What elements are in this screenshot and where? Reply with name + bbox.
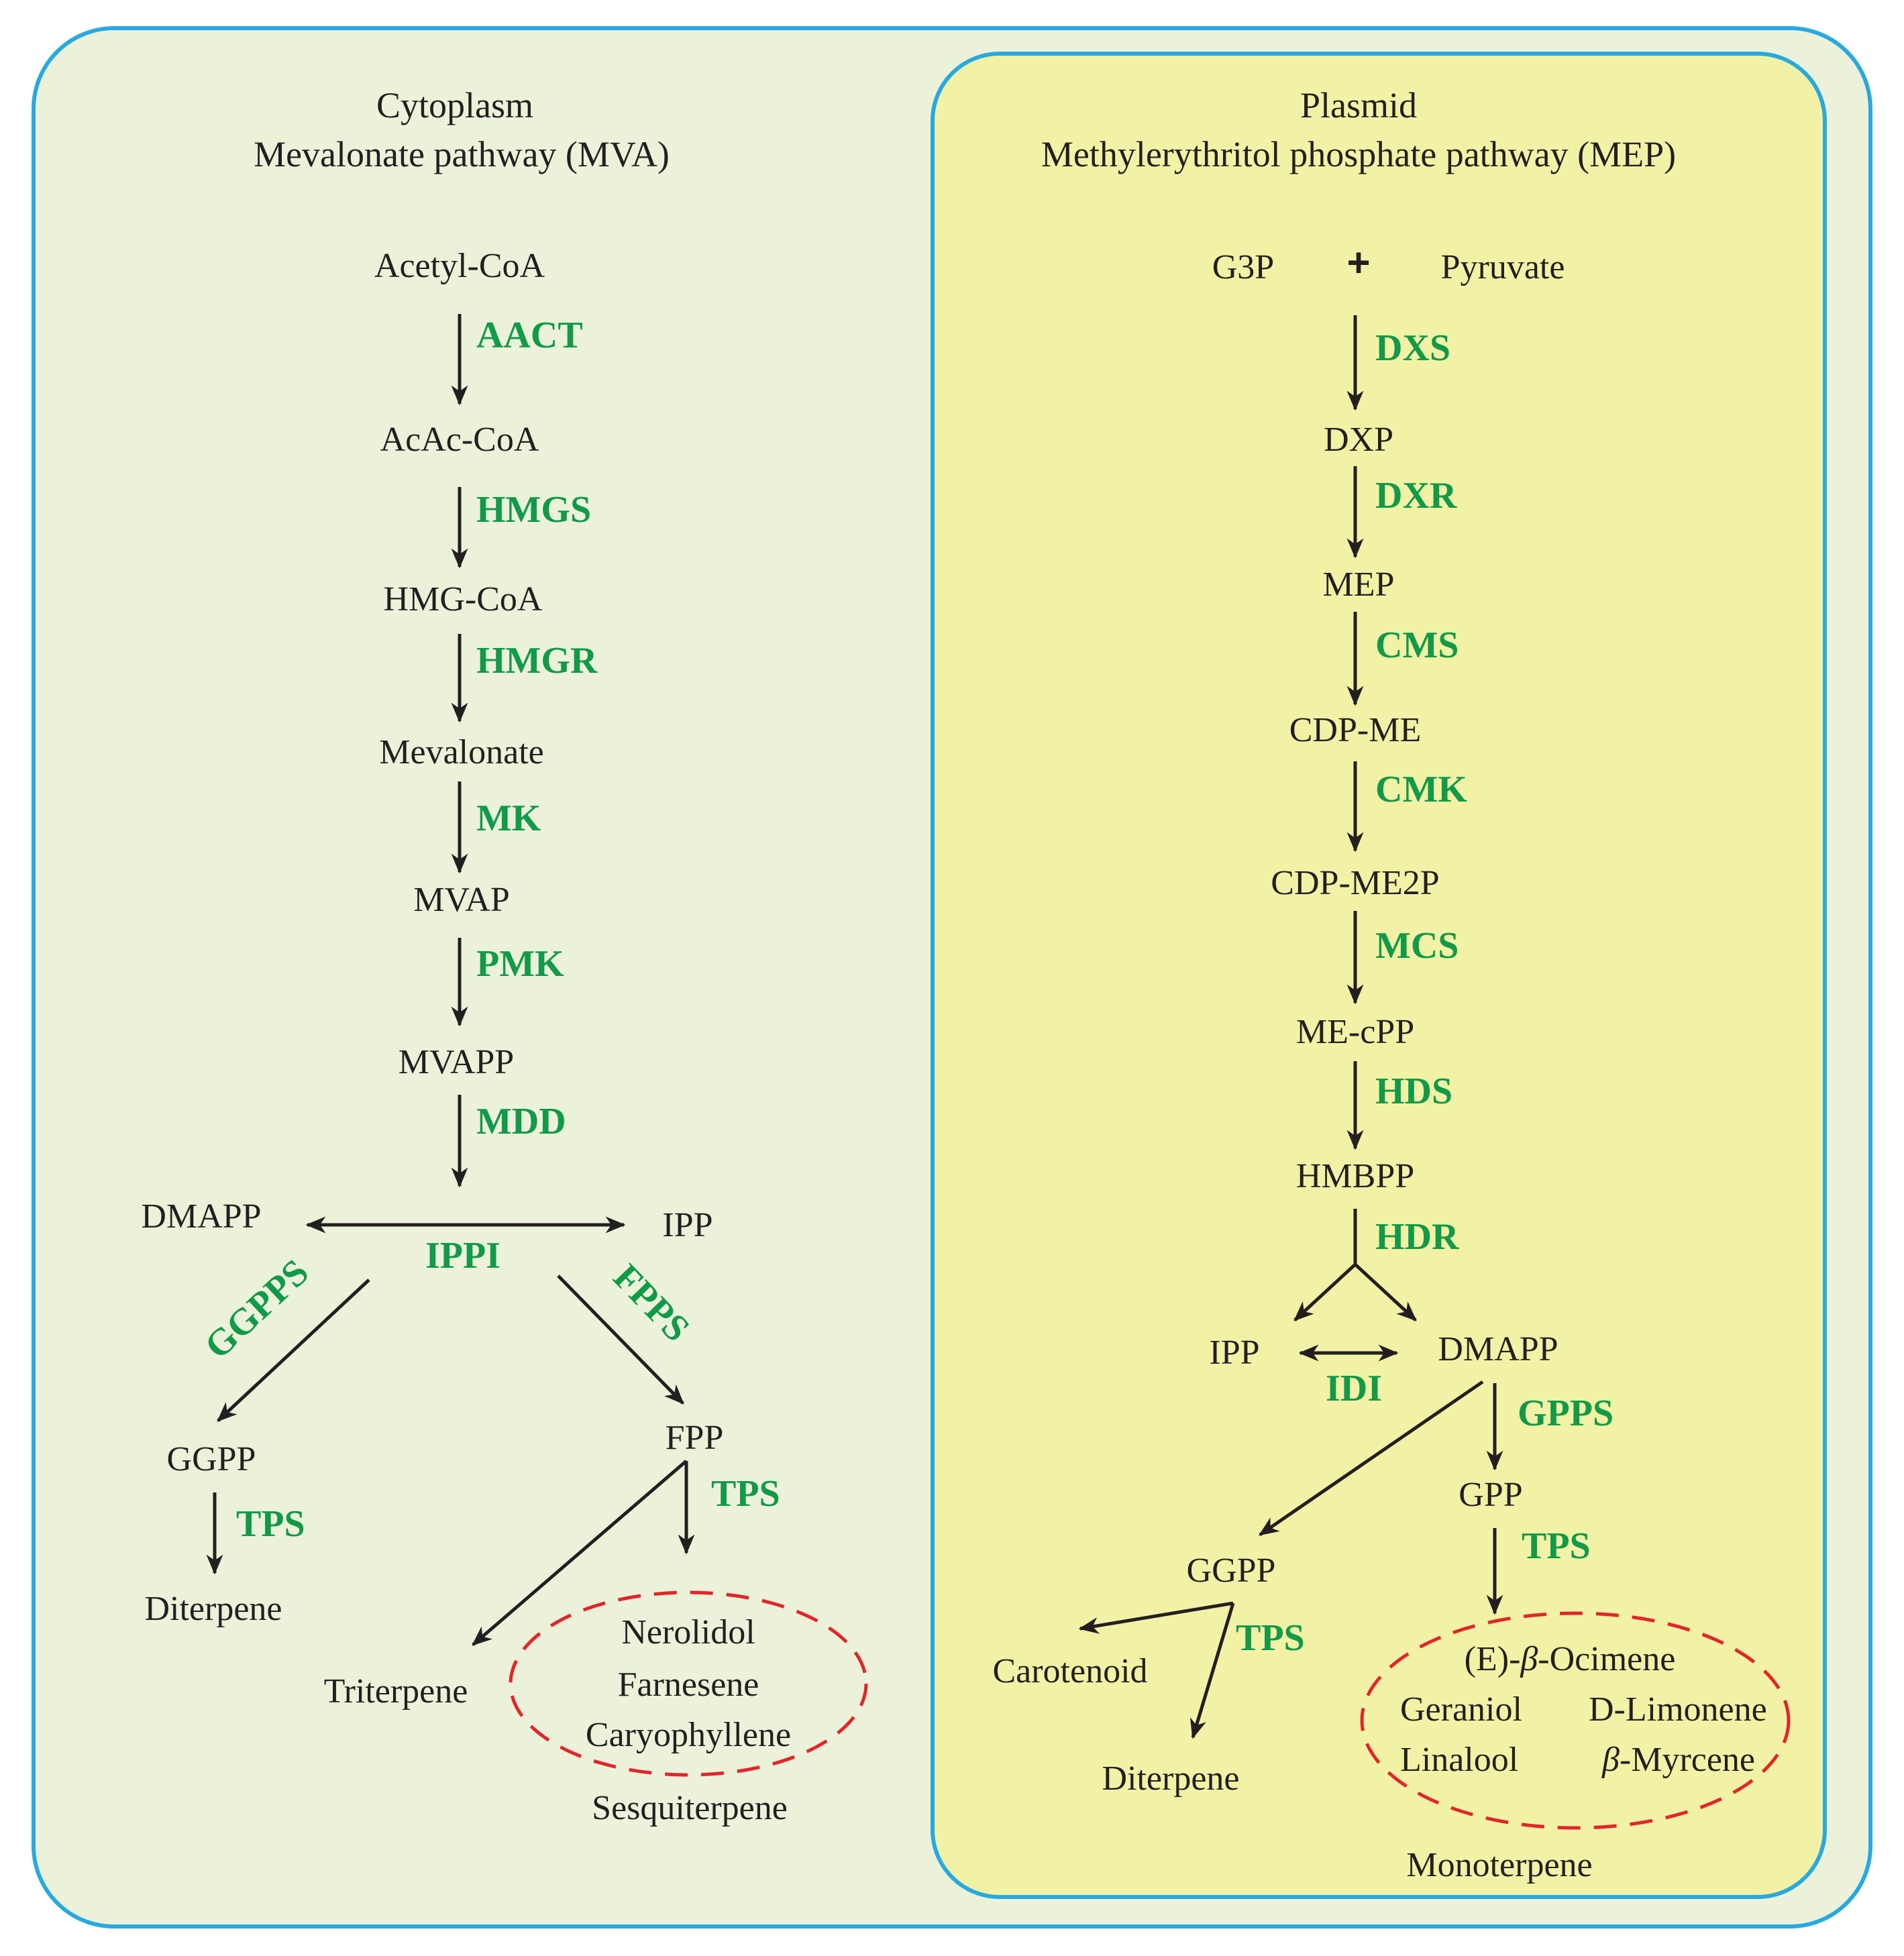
arrow-fpp-to-triterpene: [472, 1460, 688, 1646]
monoterpene-geraniol: Geraniol: [1400, 1690, 1522, 1729]
node-fpp: FPP: [666, 1419, 724, 1457]
monoterpene-limonene: D-Limonene: [1589, 1690, 1767, 1729]
enzyme-mk: MK: [476, 798, 541, 839]
node-pyruvate: Pyruvate: [1441, 248, 1565, 286]
enzyme-hdr: HDR: [1375, 1216, 1459, 1258]
enzyme-aact: AACT: [476, 315, 583, 356]
monoterpene-label: Monoterpene: [1406, 1846, 1592, 1884]
sesquiterpene-nerolidol: Nerolidol: [621, 1613, 755, 1651]
node-carotenoid: Carotenoid: [992, 1652, 1147, 1690]
plus-sign: +: [1346, 240, 1370, 285]
enzyme-dxr: DXR: [1375, 475, 1457, 517]
node-ggpp-mep: GGPP: [1187, 1552, 1276, 1590]
node-mevalonate: Mevalonate: [379, 733, 543, 771]
arrow-to-ggpp-mva: [217, 1279, 370, 1422]
enzyme-dxs: DXS: [1375, 327, 1450, 369]
enzyme-cmk: CMK: [1375, 769, 1467, 810]
node-acetyl-coa: Acetyl-CoA: [374, 247, 545, 285]
node-dmapp-mep: DMAPP: [1438, 1330, 1558, 1368]
enzyme-ippi: IPPI: [425, 1235, 500, 1276]
monoterpene-myrcene: β-Myrcene: [1601, 1741, 1755, 1779]
node-diterpene-mep: Diterpene: [1102, 1759, 1239, 1798]
enzyme-cms: CMS: [1375, 624, 1459, 666]
node-triterpene: Triterpene: [324, 1672, 468, 1710]
arrow-ggpp-to-carotenoid: [1078, 1601, 1234, 1634]
sesquiterpene-farnesene: Farnesene: [618, 1666, 759, 1704]
arrow-hmbpp-to-dmapp: [1354, 1263, 1417, 1321]
monoterpene-group-ellipse: [1360, 1611, 1791, 1830]
enzyme-idi: IDI: [1326, 1368, 1382, 1409]
mva-compartment-title: Cytoplasm: [376, 85, 533, 125]
monoterpene-ocimene: (E)-β-Ocimene: [1465, 1640, 1676, 1678]
enzyme-mcs: MCS: [1375, 925, 1459, 967]
sesquiterpene-caryophyllene: Caryophyllene: [586, 1716, 791, 1754]
node-g3p: G3P: [1212, 248, 1274, 286]
node-me-cpp: ME-cPP: [1296, 1013, 1414, 1051]
monoterpene-linalool: Linalool: [1400, 1741, 1518, 1779]
enzyme-hmgs: HMGS: [476, 489, 591, 531]
arrow-ggpp-to-diterpene-mep: [1189, 1602, 1235, 1739]
mep-compartment-title: Plasmid: [1300, 85, 1417, 125]
enzyme-hds: HDS: [1375, 1071, 1452, 1112]
node-hmbpp: HMBPP: [1296, 1157, 1414, 1195]
enzyme-hmgr: HMGR: [476, 640, 598, 682]
node-ipp-mep: IPP: [1209, 1334, 1259, 1372]
enzyme-mdd: MDD: [476, 1101, 566, 1142]
enzyme-tps-ggpp-mep: TPS: [1236, 1617, 1305, 1659]
enzyme-tps-ggpp-mva: TPS: [236, 1503, 305, 1545]
node-gpp: GPP: [1459, 1476, 1522, 1514]
node-cdp-me2p: CDP-ME2P: [1271, 864, 1439, 902]
sesquiterpene-label: Sesquiterpene: [592, 1789, 788, 1827]
node-ipp-mva: IPP: [662, 1206, 712, 1244]
mva-pathway-title: Mevalonate pathway (MVA): [254, 134, 670, 174]
node-mep: MEP: [1323, 565, 1395, 604]
node-dmapp-mva: DMAPP: [141, 1197, 261, 1236]
node-acac-coa: AcAc-CoA: [380, 421, 539, 459]
node-mvapp: MVAPP: [399, 1043, 514, 1081]
node-diterpene-mva: Diterpene: [144, 1590, 282, 1628]
node-ggpp-mva: GGPP: [167, 1440, 256, 1478]
mep-pathway-title: Methylerythritol phosphate pathway (MEP): [1041, 134, 1676, 174]
node-mvap: MVAP: [413, 881, 510, 919]
arrow-hmbpp-to-ipp: [1293, 1263, 1357, 1321]
enzyme-tps-fpp: TPS: [711, 1473, 780, 1515]
plasmid-panel: [931, 52, 1827, 1899]
enzyme-gpps: GPPS: [1518, 1393, 1614, 1434]
node-hmg-coa: HMG-CoA: [384, 580, 543, 618]
enzyme-tps-gpp: TPS: [1522, 1525, 1591, 1567]
enzyme-pmk: PMK: [476, 943, 564, 985]
arrow-dmapp-to-ggpp: [1258, 1380, 1484, 1537]
sesquiterpene-group-ellipse: [509, 1590, 868, 1777]
node-dxp: DXP: [1324, 421, 1393, 459]
arrow-to-fpp: [557, 1274, 684, 1405]
node-cdp-me: CDP-ME: [1289, 711, 1421, 749]
